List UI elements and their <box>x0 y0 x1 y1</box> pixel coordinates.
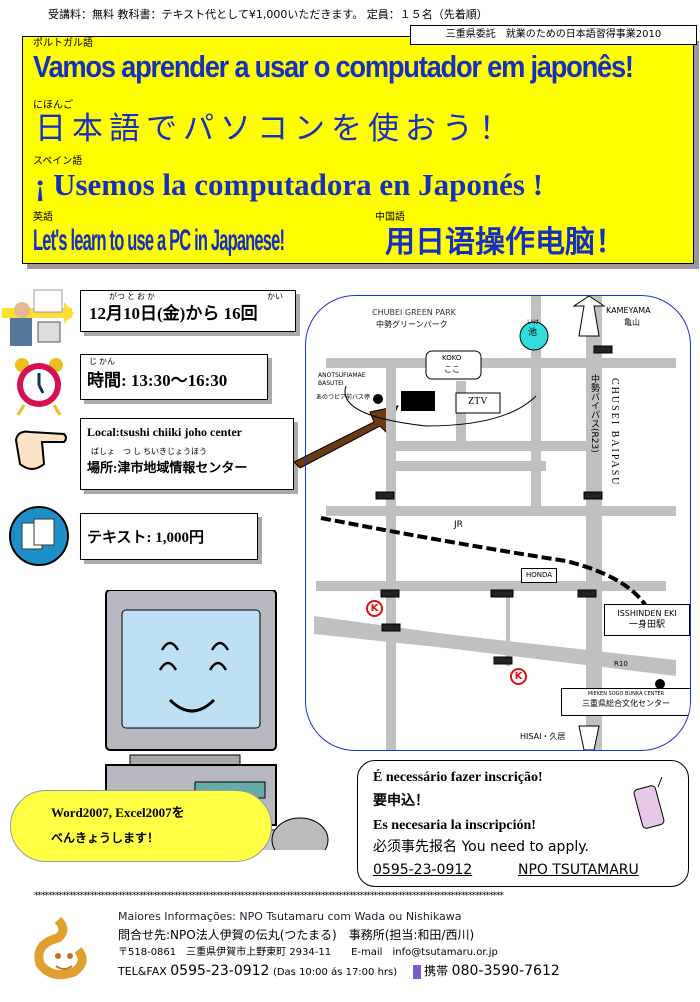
text-label: テキスト: <box>87 530 152 546</box>
culture-center-label-ja: 三重県総合文化センター <box>582 699 670 708</box>
apply-phone[interactable]: 0595-23-0912 <box>373 862 473 878</box>
place-text: 場所:津市地域情報センター <box>87 460 248 475</box>
title-banner: ポルトガル語 Vamos aprender a usar o computado… <box>22 36 694 264</box>
koko-label-en: KOKO <box>442 354 462 362</box>
office-hours: (Das 10:00 ás 17:00 hrs) <box>272 967 398 978</box>
kameyama-label-ja: 亀山 <box>624 318 640 327</box>
kameyama-label-en: KAMEYAMA <box>606 306 651 315</box>
text-price: 1,000円 <box>155 530 205 546</box>
mobile-phone-character-icon <box>633 777 665 829</box>
document-icon <box>9 506 69 566</box>
pointing-hand-icon <box>14 430 67 470</box>
speech-cloud: Word2007, Excel2007を べんきょうします！ <box>10 790 272 862</box>
jr-label: JR <box>454 520 463 530</box>
mobile-label: 携帯 <box>424 964 449 978</box>
tel-label: TEL&FAX <box>118 965 167 978</box>
place-note: Local:tsushi chiiki joho center ばしょ つ し … <box>80 418 294 490</box>
koko-label-ja: ここ <box>444 365 460 374</box>
title-en: Let's learn to use a PC in Japanese! <box>33 224 285 257</box>
map-roads <box>314 296 676 750</box>
apply-es: Es necesaria la inscripción! <box>373 818 536 833</box>
title-es: ¡ Usemos la computadora en Japonés ! <box>35 167 544 202</box>
r10-label: R10 <box>614 660 628 668</box>
alarm-clock-icon <box>15 358 63 416</box>
time-note: じ かん 時間: 13:30～16:30 <box>80 354 268 400</box>
apply-pt: É necessário fazer inscrição! <box>373 770 543 785</box>
park-label-en: CHUBEI GREEN PARK <box>372 308 456 317</box>
title-pt: Vamos aprender a usar o computador em ja… <box>33 49 634 84</box>
title-ja: 日本語でパソコンを使おう！ <box>35 111 516 147</box>
tsutamaru-logo <box>34 916 87 980</box>
access-map: CHUBEI GREEN PARK 中勢グリーンパーク いけ 池 KAMEYAM… <box>305 295 691 751</box>
place-ruby: ばしょ つ し ちいきじょうほう <box>91 447 207 456</box>
footer-line-2: 問合せ先:NPO法人伊賀の伝丸(つたまる) 事務所(担当:和田/西川) <box>118 928 475 942</box>
time-ruby: じ かん <box>89 357 115 366</box>
convenience-store-icon: K <box>366 600 383 617</box>
ztv-label: ZTV <box>468 396 488 407</box>
date-text: 12月10日(金)から 16回 <box>89 304 258 323</box>
cloud-line-1: Word2007, Excel2007を <box>51 805 185 820</box>
time-label: 時間: <box>87 371 127 390</box>
honda-label: HONDA <box>521 568 558 583</box>
date-ruby-kai: かい <box>267 292 283 301</box>
lang-label-pt: ポルトガル語 <box>33 38 93 49</box>
tel-number[interactable]: 0595-23-0912 <box>170 963 270 979</box>
local-line: Local:tsushi chiiki joho center <box>87 425 242 439</box>
station-label-en: ISSHINDEN EKI <box>617 609 677 618</box>
text-price-note: テキスト: 1,000円 <box>80 513 258 560</box>
lang-label-en: 英語 <box>33 212 53 223</box>
bypass-label-ja: 中勢バイパス(R23) <box>589 374 599 453</box>
bypass-label-en: CHUSEI BAIPASU <box>609 378 620 487</box>
lang-label-es: スペイン語 <box>33 156 83 167</box>
lang-label-zh: 中国語 <box>375 212 405 223</box>
station-label-ja: 一身田駅 <box>628 620 665 630</box>
teacher-calendar-icon <box>2 289 74 346</box>
station-box: ISSHINDEN EKI 一身田駅 <box>604 604 690 636</box>
footer-line-1: Maiores Informações: NPO Tsutamaru com W… <box>118 910 462 923</box>
cloud-line-2: べんきょうします！ <box>51 831 160 845</box>
bus-stop-label-en: ANOTSUFIAMAE BASUTEI <box>318 372 366 387</box>
date-note: がつ と お か かい 12月10日(金)から 16回 <box>80 290 296 332</box>
apply-ja: 要申込！ <box>373 793 429 809</box>
fee-line: 受講料：無料 教科書：テキスト代として¥1,000いただきます。 定員：１５名（… <box>48 8 488 21</box>
culture-center-box: MIEKEN SOGO BUNKA CENTER 三重県総合文化センター <box>561 688 690 716</box>
footer-address: 〒518-0861 三重県伊賀市上野東町 2934-11 E-mail info… <box>118 947 498 958</box>
mobile-number[interactable]: 080-3590-7612 <box>451 963 560 979</box>
hisai-label: HISAI・久居 <box>520 732 566 741</box>
lang-label-ja: にほんご <box>33 100 73 111</box>
pond-label: 池 <box>528 328 538 338</box>
sponsor-box: 三重県委託 就業のための日本語習得事業2010 <box>410 25 697 45</box>
bus-stop-label-ja: あのつピア前バス停 <box>316 394 371 401</box>
title-zh: 用日语操作电脑！ <box>385 225 625 260</box>
pond-ruby: いけ <box>527 319 540 326</box>
park-label-ja: 中勢グリーンパーク <box>376 320 448 329</box>
convenience-store-icon: K <box>510 668 527 685</box>
apply-box: É necessário fazer inscrição! 要申込！ Es ne… <box>357 760 689 887</box>
divider-stars: ****************************************… <box>34 891 504 901</box>
date-ruby: がつ と お か <box>109 292 155 301</box>
apply-org: NPO TSUTAMARU <box>518 862 639 878</box>
time-value: 13:30～16:30 <box>130 371 228 390</box>
apply-zh-en: 必须事先报名 You need to apply. <box>373 839 589 855</box>
culture-center-label-en: MIEKEN SOGO BUNKA CENTER <box>587 691 665 697</box>
mobile-phone-icon <box>412 965 421 979</box>
